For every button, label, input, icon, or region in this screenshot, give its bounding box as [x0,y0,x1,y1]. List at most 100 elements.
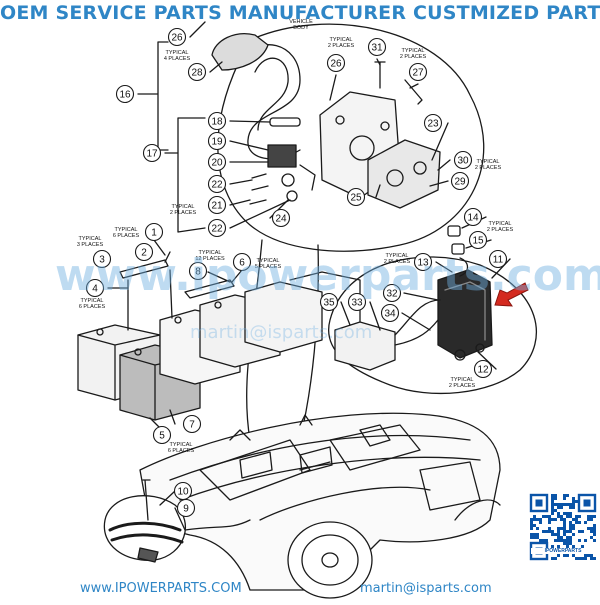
note-text: 4 PLACES [164,56,191,62]
callout-number: 24 [275,214,287,225]
note-text: 2 PLACES [170,210,197,216]
callout-number: 14 [467,213,479,224]
callout-number: 20 [211,158,223,169]
callout-number: 30 [457,156,469,167]
callout-20: 20 [207,152,227,172]
note-text: 5 PLACES [255,264,282,270]
note-text: 2 PLACES [487,227,514,233]
note-text: 12 PLACES [195,256,225,262]
callout-10: 10 [173,481,193,501]
callout-35: 35 [319,292,339,312]
callout-16: 16 [115,84,135,104]
callout-number: 2 [141,248,147,259]
note-text: VEHICLE [289,19,313,25]
callout-6: 6 [232,252,252,272]
callout-11: 11 [488,249,508,269]
note-text: 2 PLACES [328,43,355,49]
callout-number: 11 [493,255,504,266]
harness-loop [244,44,301,160]
callout-30: 30 [453,150,473,170]
callout-number: 23 [427,119,439,130]
note-text: 3 PLACES [77,242,104,248]
note-text: TYPICAL [170,442,193,448]
watermark-email: martin@isparts.com [190,322,373,343]
note-text: TYPICAL [172,204,195,210]
callout-number: 18 [211,117,223,128]
callout-number: 9 [183,504,189,515]
callout-31: 31 [367,37,387,57]
callout-number: 16 [119,90,131,101]
cable-detail-circle [103,495,186,561]
callout-12: 12 [473,359,493,379]
callout-number: 4 [92,284,98,295]
callout-2: 2 [134,242,154,262]
footer-website[interactable]: www.IPOWERPARTS.COM [80,581,242,596]
callout-number: 21 [211,201,223,212]
note-text: TYPICAL [81,298,104,304]
note-text: TYPICAL [489,221,512,227]
note-text: TYPICAL [451,377,474,383]
callout-32: 32 [382,283,402,303]
callout-number: 22 [211,224,223,235]
controller-box [437,269,493,359]
strap-1 [119,259,169,279]
vehicle-chassis [139,412,501,599]
callout-number: 3 [99,255,105,266]
bracket-16 [137,41,169,151]
callout-33: 33 [347,292,367,312]
callout-number: 31 [371,43,383,54]
footer-email[interactable]: martin@isparts.com [360,581,492,596]
callout-number: 26 [171,33,183,44]
note-text: 6 PLACES [113,233,140,239]
detail-circle-lower [328,256,537,394]
note-text: TYPICAL [330,37,353,43]
note-text: 6 PLACES [79,304,106,310]
callout-24: 24 [271,208,291,228]
note-text: TYPICAL [257,258,280,264]
note-text: 2 PLACES [449,383,476,389]
cover-part [211,33,269,71]
callout-26: 26 [167,27,187,47]
callout-number: 17 [146,149,158,160]
harness-loop-2 [254,57,289,131]
callout-number: 12 [477,365,489,376]
callout-number: 28 [191,68,203,79]
callout-number: 10 [177,487,189,498]
callout-28: 28 [187,62,207,82]
callout-number: 35 [323,298,335,309]
note-text: 2 PLACES [400,54,427,60]
callout-number: 5 [159,431,165,442]
callout-number: 6 [239,258,245,269]
callout-21: 21 [207,195,227,215]
callout-number: 32 [386,289,398,300]
note-text: TYPICAL [477,159,500,165]
callout-number: 29 [454,177,466,188]
callout-5: 5 [152,425,172,445]
callout-14: 14 [463,207,483,227]
callout-1: 1 [144,222,164,242]
note-text: TYPICAL [79,236,102,242]
callout-29: 29 [450,171,470,191]
note-text: 2 PLACES [384,259,411,265]
note-text: 6 PLACES [168,448,195,454]
note-text: TYPICAL [386,253,409,259]
qr-label: IPOWERPARTS [531,548,595,554]
callout-15: 15 [468,230,488,250]
callout-13: 13 [413,252,433,272]
callout-3: 3 [92,249,112,269]
banner-text: OEM SERVICE PARTS MANUFACTURER CUSTMIZED… [0,2,600,24]
note-text: TYPICAL [402,48,425,54]
watermark-text: www.ipowerparts.com [55,250,600,301]
callout-number: 13 [417,258,429,269]
bracket-17 [164,117,206,233]
note-text: TYPICAL [166,50,189,56]
callout-number: 8 [195,267,201,278]
callout-7: 7 [182,414,202,434]
callout-4: 4 [85,278,105,298]
solenoid-block [367,139,441,209]
resistor-box [334,321,396,371]
